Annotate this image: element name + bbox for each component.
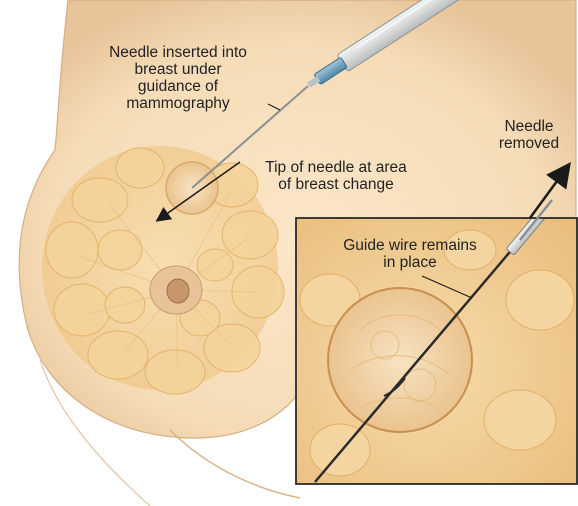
needle-removed-line-2: removed (484, 135, 574, 152)
nipple-areola (150, 266, 202, 314)
lesion-enlarged (328, 288, 472, 432)
guide-wire-line-1: Guide wire remains (308, 237, 512, 254)
needle-inserted-line-3: guidance of (80, 78, 276, 95)
needle-inserted-label: Needle inserted into breast under guidan… (80, 44, 276, 112)
needle-inserted-line-4: mammography (80, 95, 276, 112)
needle-inserted-line-2: breast under (80, 61, 276, 78)
guide-wire-label: Guide wire remains in place (308, 237, 512, 271)
needle-removed-line-1: Needle (484, 118, 574, 135)
guide-wire-line-2: in place (308, 254, 512, 271)
inset-magnified-view (296, 188, 577, 484)
needle-tip-line-2: of breast change (238, 176, 434, 193)
needle-tip-line-1: Tip of needle at area (238, 159, 434, 176)
needle-tip-label: Tip of needle at area of breast change (238, 159, 434, 193)
needle-inserted-line-1: Needle inserted into (80, 44, 276, 61)
needle-removed-label: Needle removed (484, 118, 574, 152)
